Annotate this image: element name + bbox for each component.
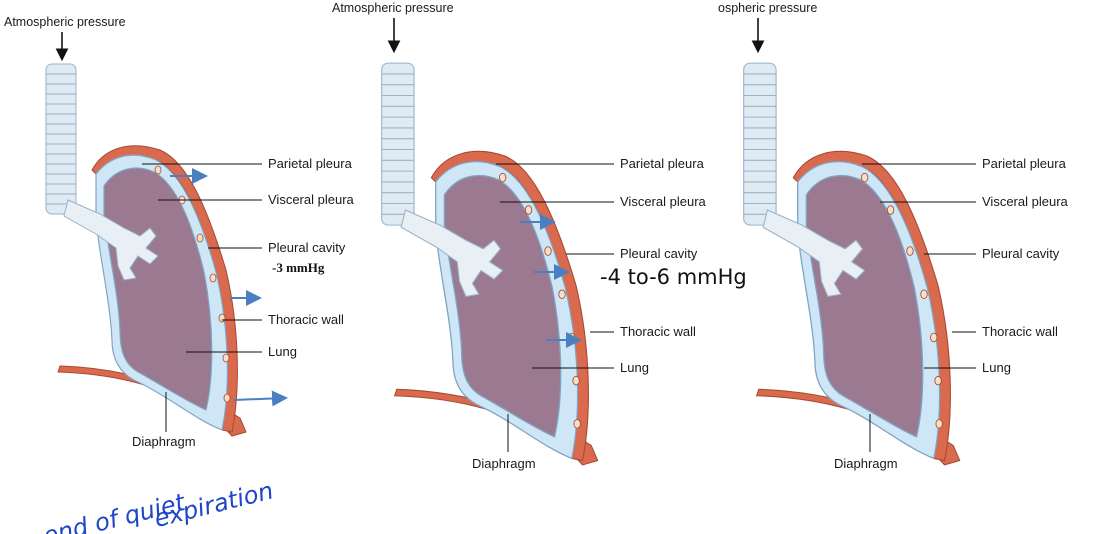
lung-label: Lung xyxy=(268,344,297,359)
pleural-cavity-label: Pleural cavity xyxy=(982,246,1060,261)
panel-1-end-of-quiet-expiration: Atmospheric pressure Parietal pleura Vis… xyxy=(4,15,355,449)
thoracic-wall-label: Thoracic wall xyxy=(982,324,1058,339)
diaphragm-label: Diaphragm xyxy=(132,434,196,449)
handwritten-annotation: end of quiet expiration xyxy=(40,476,276,534)
thoracic-wall-label: Thoracic wall xyxy=(620,324,696,339)
intrapleural-pressure-value: -3 mmHg xyxy=(272,260,325,275)
diaphragm-label: Diaphragm xyxy=(834,456,898,471)
parietal-pleura-label: Parietal pleura xyxy=(982,156,1067,171)
lung-label: Lung xyxy=(620,360,649,375)
visceral-pleura-label: Visceral pleura xyxy=(982,194,1069,209)
atmospheric-pressure-label: ospheric pressure xyxy=(718,1,817,15)
outward-force-arrow xyxy=(233,390,288,407)
pleural-cavity-label: Pleural cavity xyxy=(620,246,698,261)
pleural-cavity-label: Pleural cavity xyxy=(268,240,346,255)
lung-anatomy-illustration xyxy=(381,62,599,466)
panel-2-inspiration: Atmospheric pressure Parietal pleura Vis… xyxy=(332,1,747,471)
lung-anatomy-illustration xyxy=(743,62,961,466)
intrapleural-pressure-value: -4 to-6 mmHg xyxy=(600,265,747,289)
visceral-pleura-label: Visceral pleura xyxy=(268,192,355,207)
parietal-pleura-label: Parietal pleura xyxy=(268,156,353,171)
lung-label: Lung xyxy=(982,360,1011,375)
thoracic-wall-label: Thoracic wall xyxy=(268,312,344,327)
atmospheric-pressure-label: Atmospheric pressure xyxy=(4,15,126,29)
atmospheric-pressure-label: Atmospheric pressure xyxy=(332,1,454,15)
lung-anatomy-illustration xyxy=(45,63,247,437)
diaphragm-label: Diaphragm xyxy=(472,456,536,471)
visceral-pleura-label: Visceral pleura xyxy=(620,194,707,209)
parietal-pleura-label: Parietal pleura xyxy=(620,156,705,171)
handwritten-note-line-2: expiration xyxy=(151,476,276,533)
panel-3: ospheric pressure Parietal pleura Viscer… xyxy=(718,1,1069,471)
